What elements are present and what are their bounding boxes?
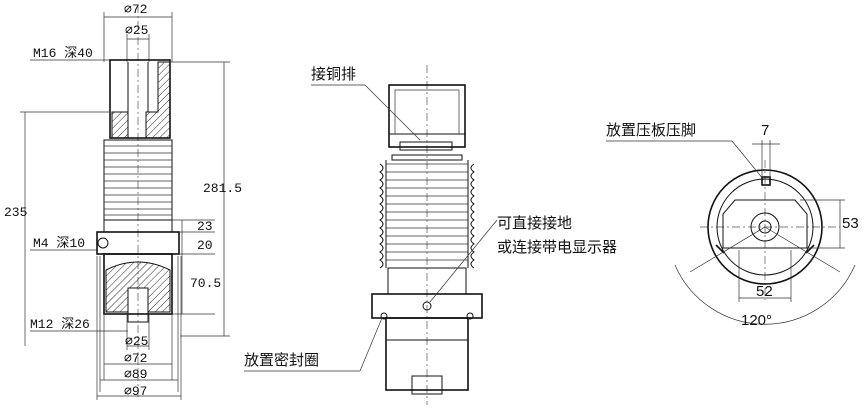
label-clamp: 放置压板压脚	[606, 121, 696, 139]
dim-d89: ⌀89	[124, 367, 147, 382]
dim-52: 52	[756, 283, 773, 300]
dim-23: 23	[197, 219, 213, 234]
dim-m12: M12 深26	[30, 317, 90, 332]
bellows-middle	[379, 154, 475, 269]
dim-70-5: 70.5	[190, 276, 221, 291]
dim-d25-bottom: ⌀25	[125, 334, 148, 349]
label-seal: 放置密封圈	[244, 351, 319, 369]
dim-m16: M16 深40	[33, 46, 93, 61]
dim-7: 7	[761, 122, 769, 139]
middle-view: 接铜排 可直接接地 或连接带电显示器 放置密封圈	[244, 65, 617, 405]
label-ground-1: 可直接接地	[497, 214, 572, 232]
dim-281-5: 281.5	[203, 181, 242, 196]
dim-d72-top: ⌀72	[124, 2, 147, 17]
label-ground-2: 或连接带电显示器	[497, 238, 617, 256]
bellows-left	[103, 139, 173, 221]
dim-20: 20	[197, 238, 213, 253]
dim-d25-top: ⌀25	[125, 23, 148, 38]
left-view: ⌀72 ⌀25 M16 深40	[4, 2, 242, 400]
dim-120: 120°	[741, 312, 772, 329]
dim-d97: ⌀97	[124, 384, 147, 399]
dim-53: 53	[842, 215, 859, 232]
dim-d72-bottom: ⌀72	[124, 351, 147, 366]
dim-m4: M4 深10	[33, 236, 85, 251]
right-view: 120° 52 53 7 放置压板压脚	[606, 121, 859, 329]
label-busbar: 接铜排	[311, 65, 356, 83]
dim-235: 235	[4, 205, 27, 220]
